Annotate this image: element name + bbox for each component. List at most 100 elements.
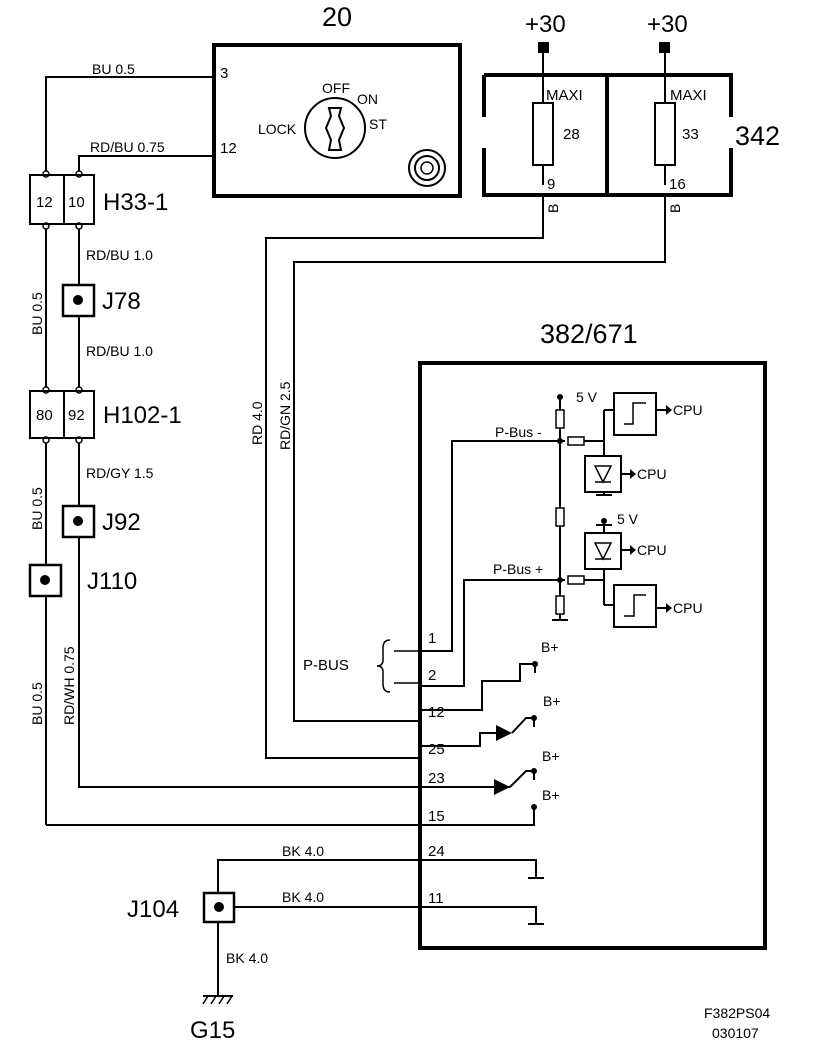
cpu-label-1: CPU <box>673 402 703 418</box>
module-pin-2: 2 <box>428 667 436 684</box>
control-module: 382/671 P-BUS 1 2 12 25 23 15 24 11 P-Bu… <box>303 319 767 950</box>
fuse-left-lead-color: B <box>545 204 561 213</box>
connector-h102: 80 92 H102-1 <box>29 386 182 444</box>
ground-symbol-icon <box>202 995 233 1005</box>
g15-id: G15 <box>190 1017 235 1044</box>
splice-j110: J110 <box>28 563 137 598</box>
ignition-lock-label: LOCK <box>258 121 297 137</box>
wire-rdbu-ignition <box>78 155 214 171</box>
h102-pin-80: 80 <box>36 407 53 424</box>
ignition-pin-12: 12 <box>220 140 237 157</box>
j78-id: J78 <box>102 288 141 315</box>
pbus-label: P-BUS <box>303 657 349 674</box>
fuse-28-icon <box>532 102 554 166</box>
key-cylinder-icon <box>304 97 366 159</box>
wire-label-bk-g: BK 4.0 <box>226 950 268 966</box>
supply-right-label: +30 <box>647 11 688 38</box>
ignition-pin-3: 3 <box>220 65 228 82</box>
bplus-label-4: B+ <box>542 787 560 803</box>
footer-date: 030107 <box>712 1025 759 1041</box>
cpu-label-2: CPU <box>637 466 667 482</box>
fuse-box: 342 +30 +30 MAXI MAXI 28 33 9 16 B B <box>482 11 780 213</box>
ignition-off-label: OFF <box>322 80 350 96</box>
bplus-label-2: B+ <box>543 693 561 709</box>
fuse-right-type: MAXI <box>670 87 707 104</box>
h102-id: H102-1 <box>103 402 182 429</box>
h102-pin-92: 92 <box>68 407 85 424</box>
driver-bottom-icon <box>584 532 622 570</box>
schmitt-trigger-top-icon <box>613 392 657 436</box>
wire-label-rdgn: RD/GN 2.5 <box>277 381 293 450</box>
fuse-box-id: 342 <box>735 121 780 151</box>
cpu-label-4: CPU <box>673 600 703 616</box>
control-module-id: 382/671 <box>540 319 638 349</box>
ignition-on-label: ON <box>357 91 378 107</box>
fuse-right-lead-color: B <box>667 204 683 213</box>
wire-label-rdwh: RD/WH 0.75 <box>61 646 77 725</box>
module-pin-25: 25 <box>428 741 445 758</box>
wire-bu-ignition <box>45 76 214 171</box>
j110-id: J110 <box>87 568 137 595</box>
wire-label-rdgy: RD/GY 1.5 <box>86 465 154 481</box>
splice-j78: J78 <box>61 283 141 318</box>
wire-rd-40 <box>265 195 544 759</box>
wire-label-bu-v2: BU 0.5 <box>29 487 45 530</box>
module-pin-15: 15 <box>428 808 445 825</box>
h33-id: H33-1 <box>103 189 168 216</box>
module-pin-12: 12 <box>428 704 445 721</box>
j92-id: J92 <box>102 509 141 536</box>
voltage-5v-top: 5 V <box>576 389 598 405</box>
supply-right-terminal-icon <box>659 42 670 53</box>
ignition-switch-id: 20 <box>322 2 352 32</box>
connector-h33: 12 10 H33-1 <box>29 170 168 230</box>
bplus-switch-1-icon: B+ <box>420 639 559 711</box>
module-pin-24: 24 <box>428 843 445 860</box>
wire-label-bk-11: BK 4.0 <box>282 889 324 905</box>
supply-left-label: +30 <box>525 11 566 38</box>
ground-return-24 <box>420 859 537 878</box>
wire-label-bk-24: BK 4.0 <box>282 843 324 859</box>
bus-minus-label: P-Bus - <box>495 424 542 440</box>
wire-rdgn-25 <box>293 195 666 722</box>
h33-pin-12: 12 <box>36 194 53 211</box>
supply-left-terminal-icon <box>538 42 549 53</box>
fuse-right-number: 33 <box>682 126 699 143</box>
wire-rdwh-to-23 <box>78 443 510 788</box>
module-pin-11: 11 <box>428 890 444 907</box>
splice-j92: J92 <box>61 504 141 539</box>
ignition-switch: 20 3 12 OFF ON LOCK ST <box>212 2 462 198</box>
ignition-start-label: ST <box>369 116 387 132</box>
bplus-switch-2-icon: B+ <box>420 693 561 747</box>
bus-plus-label: P-Bus + <box>493 561 543 577</box>
wire-label-rdbu-10a: RD/BU 1.0 <box>86 247 153 263</box>
ground-return-11 <box>420 906 537 924</box>
wire-label-rdbu-075: RD/BU 0.75 <box>90 139 165 155</box>
module-pin-1: 1 <box>428 630 436 647</box>
wire-bk-24 <box>217 859 420 996</box>
fuse-left-type: MAXI <box>546 87 583 104</box>
bplus-label-1: B+ <box>541 639 559 655</box>
pbus-brace-icon <box>376 639 391 693</box>
voltage-5v-mid: 5 V <box>617 511 639 527</box>
fuse-33-icon <box>654 102 676 166</box>
bplus-switch-3-icon: B+ <box>494 748 560 795</box>
wire-label-bu-v3: BU 0.5 <box>29 682 45 725</box>
fuse-pin-9: 9 <box>547 176 555 193</box>
wire-label-bu-top: BU 0.5 <box>92 61 135 77</box>
footer-code: F382PS04 <box>704 1005 770 1021</box>
bplus-switch-4-icon: B+ <box>420 787 560 826</box>
wire-label-bu-v1: BU 0.5 <box>29 292 45 335</box>
module-pin-23: 23 <box>428 770 445 787</box>
cpu-label-3: CPU <box>637 542 667 558</box>
driver-top-icon <box>584 455 622 493</box>
wire-label-rd40: RD 4.0 <box>249 401 265 445</box>
splice-j104: J104 <box>127 891 236 924</box>
schmitt-trigger-bottom-icon <box>613 584 657 628</box>
wire-label-rdbu-10b: RD/BU 1.0 <box>86 343 153 359</box>
j104-id: J104 <box>127 896 179 923</box>
lamp-ring-icon <box>408 149 446 187</box>
bplus-label-3: B+ <box>542 748 560 764</box>
h33-pin-10: 10 <box>68 194 85 211</box>
fuse-pin-16: 16 <box>669 176 686 193</box>
